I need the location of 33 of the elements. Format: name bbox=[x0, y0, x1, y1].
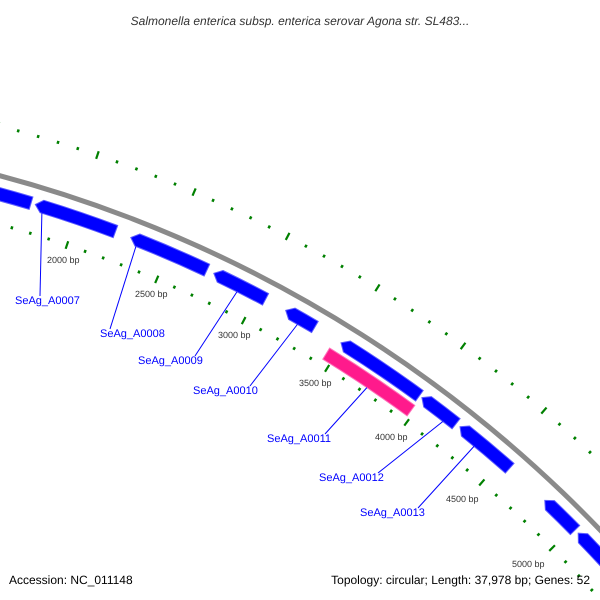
leader-line bbox=[324, 387, 368, 434]
gene-feature bbox=[285, 308, 319, 334]
leader-line bbox=[194, 291, 238, 356]
leader-line bbox=[250, 324, 298, 386]
title: Salmonella enterica subsp. enterica serovar Agona str. SL483... bbox=[130, 13, 470, 30]
scale-label: 2500 bp bbox=[135, 289, 168, 300]
gene-label: SeAg_A0007 bbox=[15, 295, 80, 308]
scale-label: 3000 bp bbox=[218, 330, 251, 341]
leader-line bbox=[40, 212, 42, 296]
gene-label: SeAg_A0008 bbox=[100, 328, 165, 341]
gene-label: SeAg_A0010 bbox=[193, 385, 258, 398]
gene-label: SeAg_A0009 bbox=[138, 355, 203, 368]
gene-feature bbox=[340, 340, 424, 402]
gene-label: SeAg_A0012 bbox=[319, 472, 384, 485]
gene-label: SeAg_A0011 bbox=[267, 433, 332, 446]
leader-line bbox=[110, 246, 136, 330]
scale-label: 4500 bp bbox=[446, 494, 479, 505]
scale-label: 3500 bp bbox=[299, 378, 332, 389]
info-text: Accession: NC_011148 bbox=[9, 573, 133, 587]
scale-label: 5000 bp bbox=[512, 559, 545, 570]
leader-line bbox=[418, 446, 474, 508]
gene-feature bbox=[460, 426, 514, 474]
info-text: Topology: circular; Length: 37,978 bp; Genes: 52 bbox=[331, 573, 590, 587]
gene-feature bbox=[213, 270, 270, 306]
scale-label: 2000 bp bbox=[47, 255, 80, 266]
gene-feature bbox=[544, 500, 580, 536]
gene-feature bbox=[34, 200, 118, 238]
gene-feature bbox=[421, 396, 461, 430]
leader-line bbox=[378, 421, 444, 474]
highlighted-gene bbox=[322, 348, 416, 416]
gene-feature bbox=[130, 234, 210, 276]
scale-label: 4000 bp bbox=[375, 432, 408, 443]
gene-label: SeAg_A0013 bbox=[360, 507, 425, 520]
